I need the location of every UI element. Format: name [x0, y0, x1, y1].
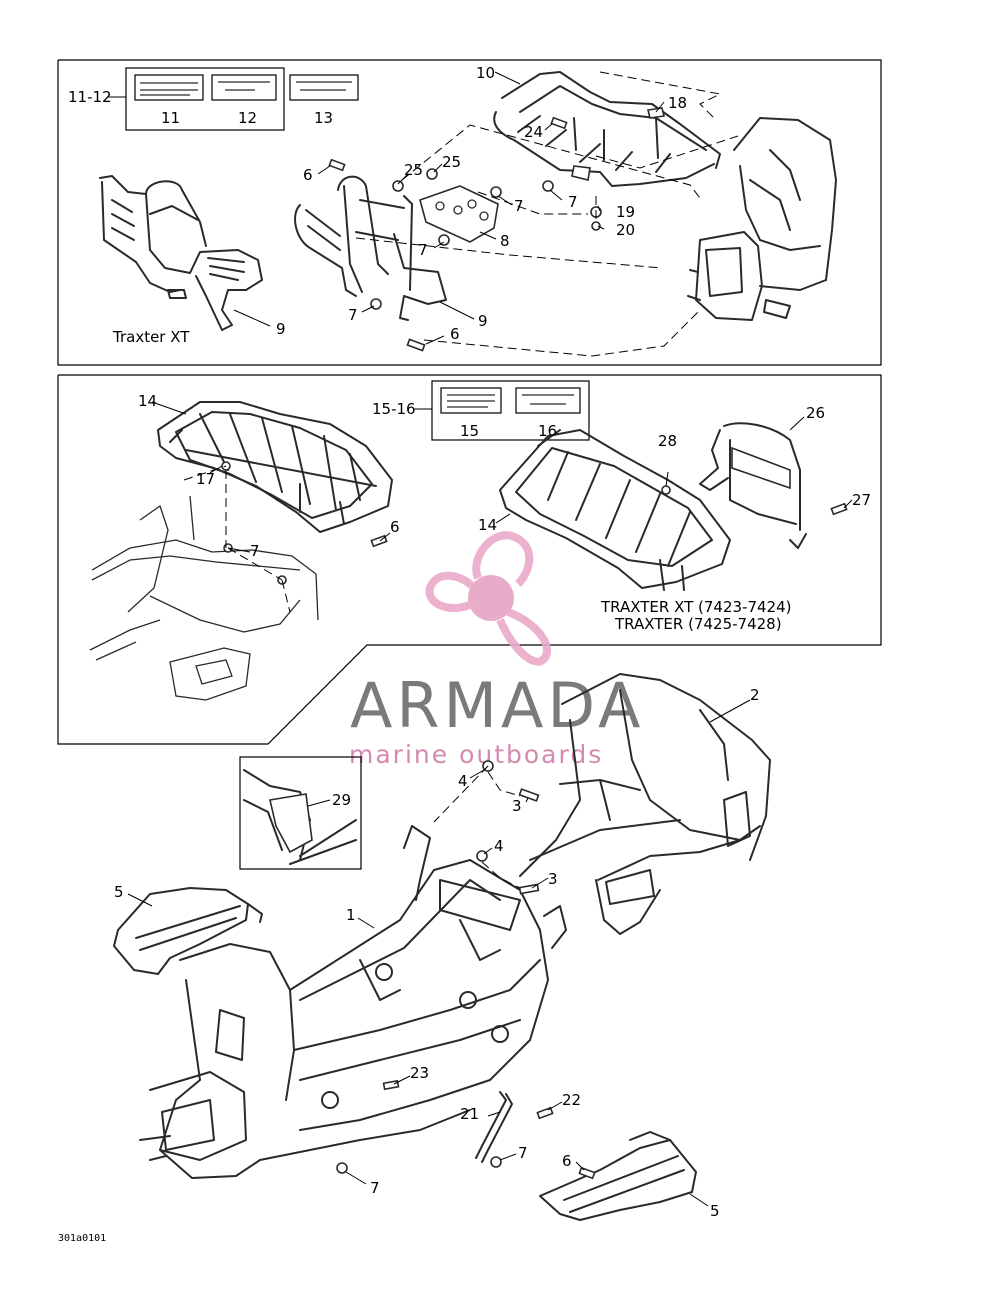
callout-7-c: 7 [418, 241, 428, 259]
callout-29: 29 [332, 791, 351, 809]
callout-7-e: 7 [250, 542, 260, 560]
callout-16: 16 [538, 422, 557, 440]
callout-labels: 11-12 11 12 13 10 18 24 6 25 25 7 7 19 2… [68, 64, 871, 1220]
callout-18: 18 [668, 94, 687, 112]
bumper-mount-8 [419, 185, 499, 243]
callout-17: 17 [196, 470, 215, 488]
vehicle-rear-frame-mid [89, 495, 319, 701]
rear-rack-14-left [157, 401, 393, 533]
callout-7-b: 7 [514, 197, 524, 215]
inset-bracket-29 [243, 769, 357, 865]
drawing-code: 301a0101 [58, 1233, 106, 1244]
callout-9-b: 9 [478, 312, 488, 330]
propeller-hub [468, 575, 514, 621]
decal-11 [134, 74, 204, 101]
callout-6-c: 6 [390, 518, 400, 536]
armada-propeller-logo [425, 531, 551, 666]
callout-26: 26 [806, 404, 825, 422]
callout-3-a: 3 [512, 797, 522, 815]
front-bumper-9 [294, 175, 447, 321]
watermark-brand: ARMADA [350, 669, 644, 742]
rear-subframe-2 [519, 673, 771, 935]
footrest-5-left [113, 887, 263, 975]
callout-21: 21 [460, 1105, 479, 1123]
callout-12: 12 [238, 109, 257, 127]
watermark-tagline: marine outboards [349, 740, 603, 769]
callout-20: 20 [616, 221, 635, 239]
assembly-guides-mid [183, 465, 291, 613]
propeller-blade-left [425, 571, 475, 612]
callout-24: 24 [524, 123, 543, 141]
leaders-bottom [127, 699, 751, 1207]
callout-4-a: 4 [458, 772, 468, 790]
callout-6-b: 6 [450, 325, 460, 343]
callout-13: 13 [314, 109, 333, 127]
rear-bumper-10 [493, 71, 721, 187]
callout-14-a: 14 [138, 392, 157, 410]
footrest-5-right [539, 1131, 697, 1221]
callout-4-b: 4 [494, 837, 504, 855]
caption-traxter-xt: Traxter XT [112, 328, 190, 346]
callout-10: 10 [476, 64, 495, 82]
backrest-26 [699, 422, 807, 549]
callout-6-d: 6 [562, 1152, 572, 1170]
callout-7-g: 7 [370, 1179, 380, 1197]
strut-21 [475, 1091, 513, 1163]
caption-traxter-xt-range: TRAXTER XT (7423-7424) [600, 598, 792, 616]
hardware-18-20 [590, 107, 665, 231]
hardware-top [328, 116, 568, 352]
vehicle-front-frame [687, 117, 837, 321]
caption-traxter-range: TRAXTER (7425-7428) [614, 615, 782, 633]
callout-25: 25 [404, 161, 423, 179]
front-bumper-traxter-xt [99, 175, 263, 331]
callout-22: 22 [562, 1091, 581, 1109]
decal-box-11-12 [125, 67, 285, 131]
decal-16 [515, 387, 581, 414]
callout-7: 7 [568, 193, 578, 211]
assembly-guides-top [355, 71, 739, 357]
callout-7-f: 7 [518, 1144, 528, 1162]
rear-rack-14-right [499, 429, 731, 591]
middle-panel-border [57, 374, 882, 745]
callout-25-b: 25 [442, 153, 461, 171]
top-panel-border [57, 59, 882, 366]
propeller-blade-right [496, 608, 551, 666]
propeller-blade-top [472, 531, 534, 587]
leaders-mid [151, 401, 853, 553]
callout-15: 15 [460, 422, 479, 440]
callout-1: 1 [346, 906, 356, 924]
callout-23: 23 [410, 1064, 429, 1082]
callout-11: 11 [161, 109, 180, 127]
leaders-top [317, 71, 665, 345]
callout-15-16: 15-16 [372, 400, 416, 418]
callout-28: 28 [658, 432, 677, 450]
callout-19: 19 [616, 203, 635, 221]
callout-8: 8 [500, 232, 510, 250]
callout-7-d: 7 [348, 306, 358, 324]
assembly-guides-bottom [433, 765, 521, 889]
callout-6: 6 [303, 166, 313, 184]
callout-5-b: 5 [710, 1202, 720, 1220]
decal-box-15-16 [431, 380, 590, 441]
callout-2: 2 [750, 686, 760, 704]
inset-box-29 [239, 756, 362, 870]
decal-13 [289, 74, 359, 101]
callout-11-12: 11-12 [68, 88, 112, 106]
callout-5-a: 5 [114, 883, 124, 901]
callout-9-a: 9 [276, 320, 286, 338]
hardware-mid [221, 461, 848, 585]
main-frame-1 [139, 825, 567, 1179]
callout-14-b: 14 [478, 516, 497, 534]
callout-3-b: 3 [548, 870, 558, 888]
decal-12 [211, 74, 277, 101]
callout-27: 27 [852, 491, 871, 509]
